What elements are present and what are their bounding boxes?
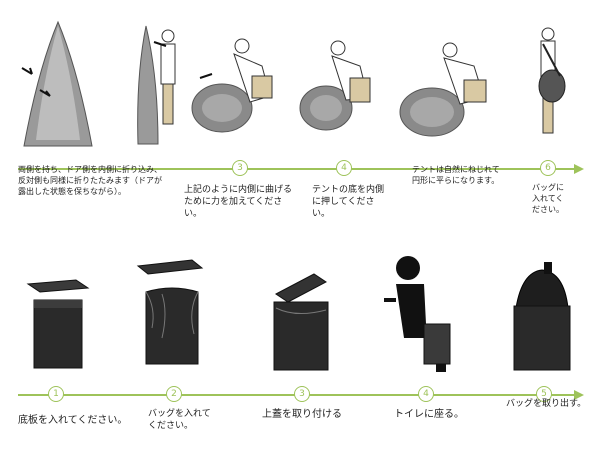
- top-step-1-caption: 両側を持ち、ドア側を内側に折り込み、反対側も同様に折りたたみます（ドアが露出した…: [18, 164, 168, 197]
- bottom-step-1-caption: 底板を入れてください。: [18, 414, 128, 427]
- bottom-step-5-caption: バッグを取り出す。: [506, 398, 596, 410]
- bag-removal-illustration: [506, 262, 576, 374]
- person-sitting-on-toilet-illustration: [378, 254, 458, 376]
- bottom-step-1-number: 1: [48, 386, 64, 402]
- bending-tent-illustration: [192, 36, 282, 136]
- top-step-3-caption: 上記のように内側に曲げるために力を加えてください。: [184, 184, 300, 220]
- bottom-step-2-caption: バッグを入れてください。: [148, 408, 214, 432]
- top-step-6-number: 6: [540, 160, 556, 176]
- top-timeline-arrow-icon: [574, 164, 584, 174]
- top-step-3-number: 3: [232, 160, 248, 176]
- bottom-step-3-caption: 上蓋を取り付ける: [262, 408, 372, 421]
- bottom-step-4-number: 4: [418, 386, 434, 402]
- box-with-bottom-board-illustration: [22, 278, 92, 372]
- box-with-top-lid-illustration: [266, 274, 336, 374]
- box-with-bag-illustration: [132, 258, 212, 372]
- bag-carrying-illustration: [528, 26, 568, 140]
- top-step-5-caption: テントは自然にねじれて円形に平らになります。: [412, 164, 504, 186]
- top-step-4-number: 4: [336, 160, 352, 176]
- bottom-step-4-caption: トイレに座る。: [394, 408, 484, 421]
- pushing-tent-bottom-illustration: [298, 38, 380, 138]
- top-step-4-caption: テントの底を内側に押してください。: [312, 184, 388, 220]
- top-step-6-caption: バッグに入れてください。: [532, 182, 566, 215]
- bottom-step-3-number: 3: [294, 386, 310, 402]
- flat-round-tent-illustration: [400, 40, 498, 136]
- folding-tent-illustration: [128, 16, 188, 148]
- popup-tent-illustration: [18, 20, 98, 150]
- bottom-step-2-number: 2: [166, 386, 182, 402]
